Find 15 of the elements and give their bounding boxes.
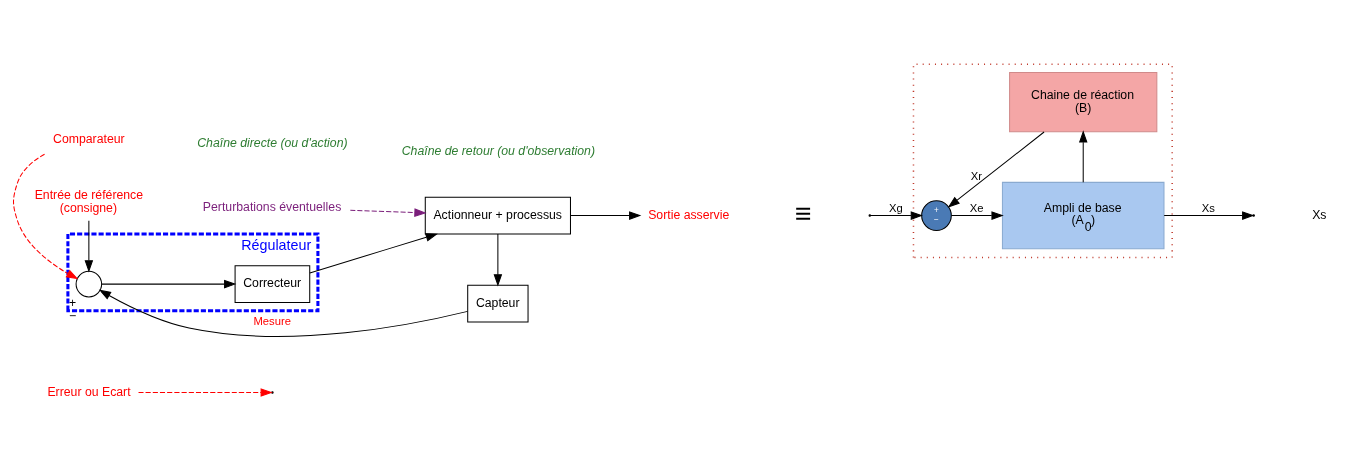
edge-label: Xg — [888, 201, 903, 214]
node-text: Perturbations éventuelles — [202, 199, 342, 214]
node-text: Comparateur — [53, 131, 125, 146]
label: Xs — [1312, 207, 1327, 222]
label: Chaîne directe (ou d'action) — [197, 135, 348, 150]
node-text: Sortie asservie — [648, 207, 730, 222]
edge-label: Mesure — [253, 314, 291, 327]
edge-label: Xe — [969, 201, 984, 214]
label: ≡ — [794, 196, 812, 229]
node-text: Entrée de référence (consigne) — [34, 187, 144, 215]
node-label: + — [68, 295, 77, 310]
label: Chaîne de retour (ou d'observation) — [401, 143, 596, 158]
node-text: Erreur ou Ecart — [47, 384, 131, 399]
edge-label: Xr — [970, 169, 982, 182]
edge-label: Xs — [1201, 201, 1215, 214]
